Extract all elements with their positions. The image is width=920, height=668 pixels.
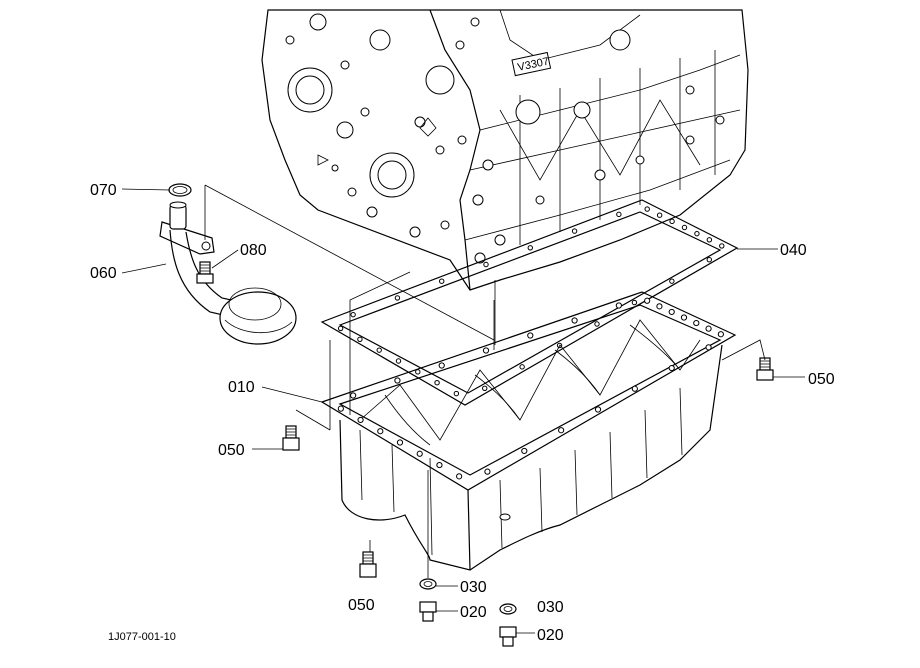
oil-pan-gasket bbox=[320, 199, 739, 406]
bolt-hole bbox=[415, 369, 421, 375]
label-040: 040 bbox=[780, 242, 807, 259]
bolt-hole bbox=[357, 336, 363, 342]
oil-pipe bbox=[159, 201, 241, 319]
label-010: 010 bbox=[228, 379, 255, 396]
bolt-hole bbox=[337, 405, 344, 412]
bolt-hole bbox=[439, 278, 445, 284]
bolt-hole bbox=[436, 461, 443, 469]
bolt-hole bbox=[456, 473, 463, 480]
label-080: 080 bbox=[240, 242, 267, 259]
bolt-hole bbox=[394, 377, 401, 384]
bolt-050-right bbox=[756, 357, 774, 381]
bolt-hole bbox=[438, 362, 445, 369]
bolt-hole bbox=[656, 212, 663, 218]
bolt-hole bbox=[631, 299, 638, 306]
oil-pan bbox=[320, 291, 737, 571]
assembly-lines bbox=[204, 184, 766, 578]
bolt-hole bbox=[631, 385, 638, 392]
bolt-hole bbox=[669, 278, 675, 284]
leader-lines bbox=[121, 188, 805, 634]
drain-plug-020-a bbox=[419, 601, 437, 622]
bolt-hole bbox=[656, 303, 663, 310]
label-030-a: 030 bbox=[460, 579, 487, 596]
bolt-hole bbox=[717, 331, 724, 338]
bolt-hole bbox=[396, 439, 404, 446]
bolt-hole bbox=[705, 325, 712, 332]
engine-block bbox=[261, 9, 749, 291]
bolt-hole bbox=[644, 206, 650, 212]
bolt-hole bbox=[668, 364, 675, 372]
bolt-hole bbox=[693, 319, 700, 327]
o-ring-070 bbox=[168, 183, 192, 197]
bolt-hole bbox=[571, 228, 578, 234]
bolt-hole bbox=[521, 447, 528, 455]
washer-030-b bbox=[499, 603, 517, 615]
bolt-hole bbox=[706, 237, 713, 243]
bolt-hole bbox=[558, 427, 565, 434]
bolt-050-bottom bbox=[359, 551, 377, 578]
bolt-hole bbox=[350, 311, 356, 318]
bolt-050-left bbox=[282, 425, 300, 451]
label-030-b: 030 bbox=[537, 599, 564, 616]
model-stamp: V3307 bbox=[511, 51, 552, 77]
bolt-hole bbox=[377, 428, 384, 435]
bolt-hole bbox=[484, 468, 491, 475]
bolt-hole bbox=[571, 317, 578, 324]
label-070: 070 bbox=[90, 182, 117, 199]
bolt-hole bbox=[615, 302, 622, 309]
bolt-hole bbox=[594, 406, 602, 413]
bolt-hole bbox=[681, 224, 688, 231]
bolt-hole bbox=[416, 450, 423, 457]
bolt-hole bbox=[394, 295, 401, 301]
label-050-left: 050 bbox=[218, 442, 245, 459]
bolt-hole bbox=[519, 364, 525, 370]
bolt-080 bbox=[196, 261, 214, 284]
oil-strainer bbox=[219, 287, 297, 345]
bolt-hole bbox=[483, 261, 489, 268]
bolt-hole bbox=[482, 347, 490, 354]
bolt-hole bbox=[669, 218, 675, 225]
label-020-a: 020 bbox=[460, 604, 487, 621]
bolt-hole bbox=[705, 344, 712, 351]
bolt-hole bbox=[337, 325, 344, 332]
label-050-bottom: 050 bbox=[348, 597, 375, 614]
bolt-hole bbox=[395, 358, 402, 364]
bolt-hole bbox=[527, 245, 533, 251]
bolt-hole bbox=[616, 211, 622, 218]
bolt-hole bbox=[706, 257, 712, 263]
bolt-hole bbox=[453, 390, 460, 397]
bolt-hole bbox=[527, 332, 534, 339]
bolt-hole bbox=[376, 347, 382, 353]
bolt-hole bbox=[668, 308, 675, 316]
drain-plug-020-b bbox=[499, 626, 517, 647]
bolt-hole bbox=[350, 392, 357, 399]
bolt-hole bbox=[694, 230, 700, 237]
bolt-hole bbox=[719, 243, 725, 249]
bolt-hole bbox=[594, 321, 600, 327]
bolt-hole bbox=[680, 314, 688, 321]
washer-030-a bbox=[419, 578, 437, 590]
label-020-b: 020 bbox=[537, 627, 564, 644]
figure-id: 1J077-001-10 bbox=[108, 631, 176, 643]
bolt-hole bbox=[434, 380, 440, 386]
bolt-hole bbox=[357, 416, 364, 424]
label-060: 060 bbox=[90, 265, 117, 282]
bolt-hole bbox=[644, 297, 651, 304]
bolt-hole bbox=[482, 385, 488, 391]
label-050-right: 050 bbox=[808, 371, 835, 388]
